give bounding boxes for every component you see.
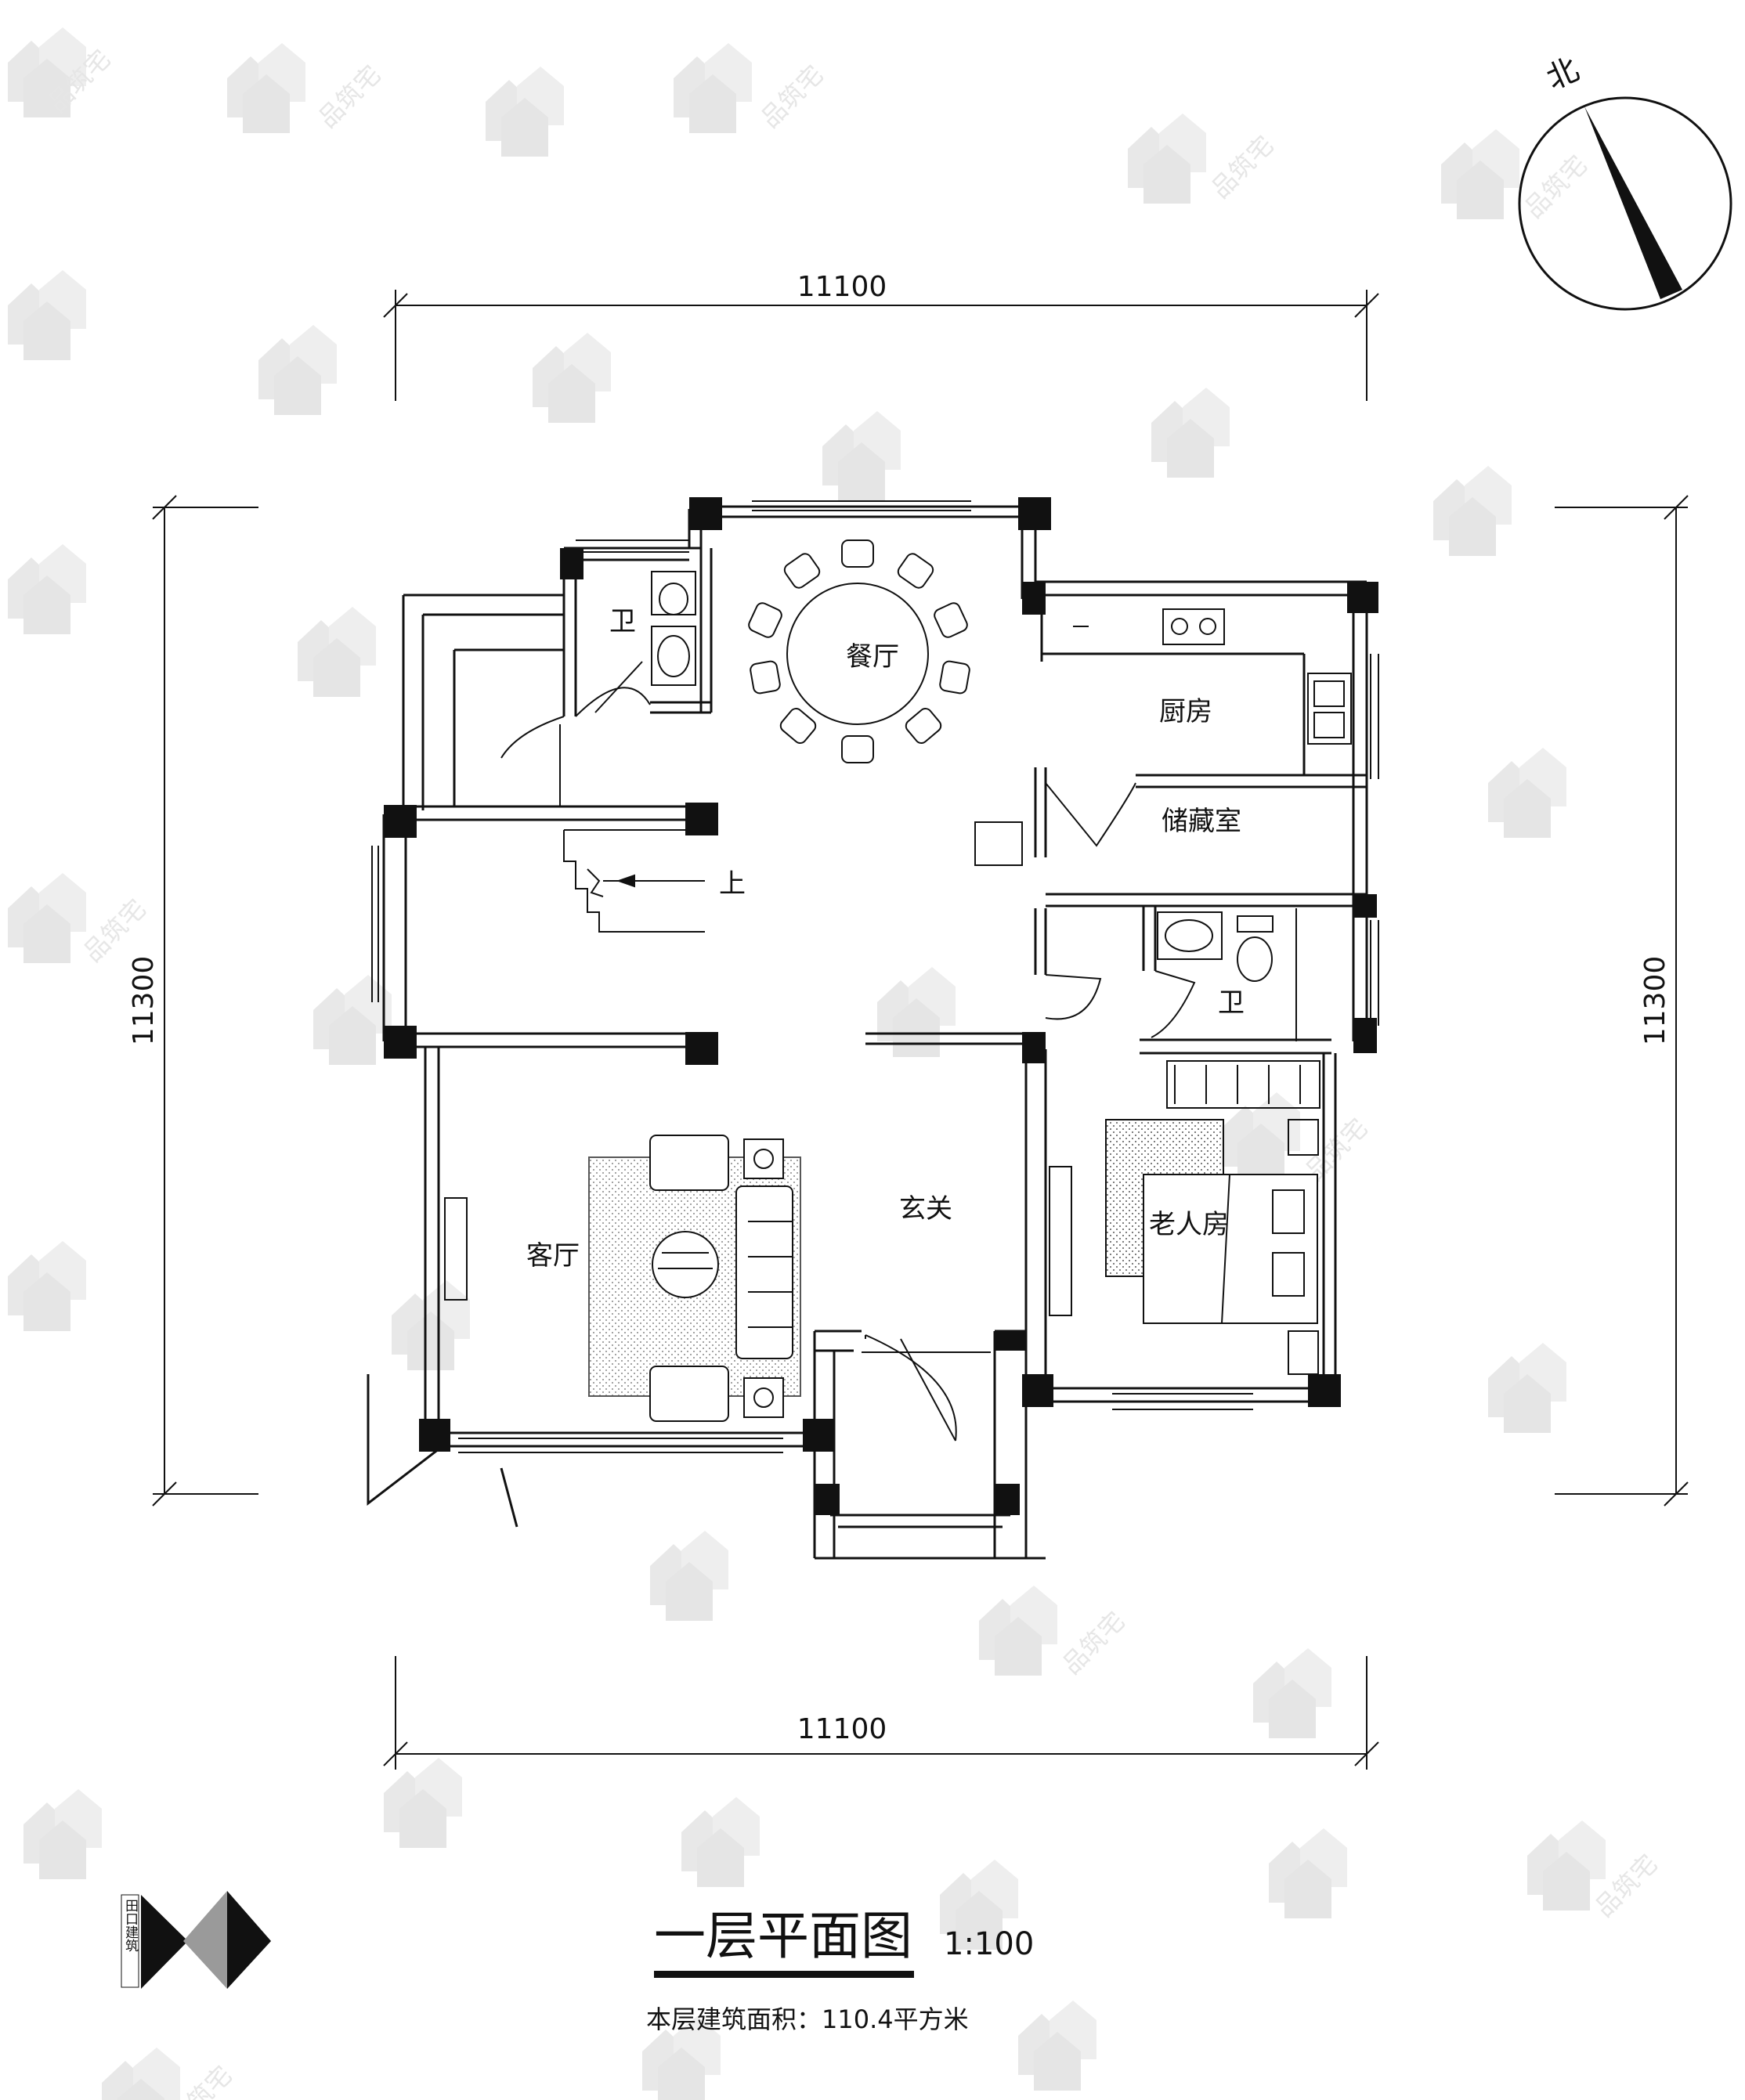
room-label-bath-top: 卫 — [609, 606, 636, 637]
brand-logo — [121, 1891, 271, 1989]
living-furniture — [444, 1135, 1072, 1422]
walls — [367, 505, 1368, 1560]
dimension-right: 11300 — [1639, 956, 1671, 1046]
doors — [500, 661, 1196, 1441]
room-label-bath-right: 卫 — [1218, 987, 1245, 1019]
room-label-elder: 老人房 — [1149, 1209, 1229, 1240]
windows — [371, 500, 1379, 1453]
svg-text:品筑宅: 品筑宅 — [313, 60, 387, 134]
dining-set — [748, 539, 970, 763]
compass-north-label: 北 — [1541, 52, 1584, 97]
svg-text:品筑宅: 品筑宅 — [755, 60, 829, 134]
room-label-storage: 储藏室 — [1162, 806, 1241, 837]
dimension-lines — [152, 290, 1689, 1770]
bathroom-fixtures-top — [651, 571, 696, 686]
svg-text:品筑宅: 品筑宅 — [1057, 1606, 1131, 1680]
plan-scale: 1:100 — [944, 1926, 1034, 1962]
bedroom-furniture — [1105, 1060, 1320, 1375]
room-label-dining: 餐厅 — [846, 641, 899, 673]
bathroom-fixtures-right — [1157, 908, 1297, 1041]
logo-vertical-text: 田口建筑 — [122, 1899, 139, 1952]
svg-text:品筑宅: 品筑宅 — [1205, 130, 1280, 204]
kitchen-fixtures — [974, 608, 1352, 866]
staircase — [563, 829, 705, 933]
watermark-layer: 品筑宅 品筑宅 品筑宅 品筑宅 品筑宅 品筑宅 品筑宅 品筑宅 品筑宅 品筑宅 — [8, 27, 1664, 2100]
room-label-stairs-up: 上 — [719, 868, 746, 900]
area-note: 本层建筑面积：110.4平方米 — [646, 2004, 969, 2034]
room-label-kitchen: 厨房 — [1159, 696, 1212, 727]
dimension-top: 11100 — [797, 271, 887, 303]
structural-columns — [384, 497, 1378, 1515]
plan-title: 一层平面图 — [654, 1906, 912, 1966]
room-label-living: 客厅 — [526, 1240, 580, 1272]
room-label-foyer: 玄关 — [899, 1193, 952, 1225]
title-underline — [654, 1971, 914, 1978]
dimension-bottom: 11100 — [797, 1713, 887, 1745]
dimension-left: 11300 — [128, 956, 160, 1046]
